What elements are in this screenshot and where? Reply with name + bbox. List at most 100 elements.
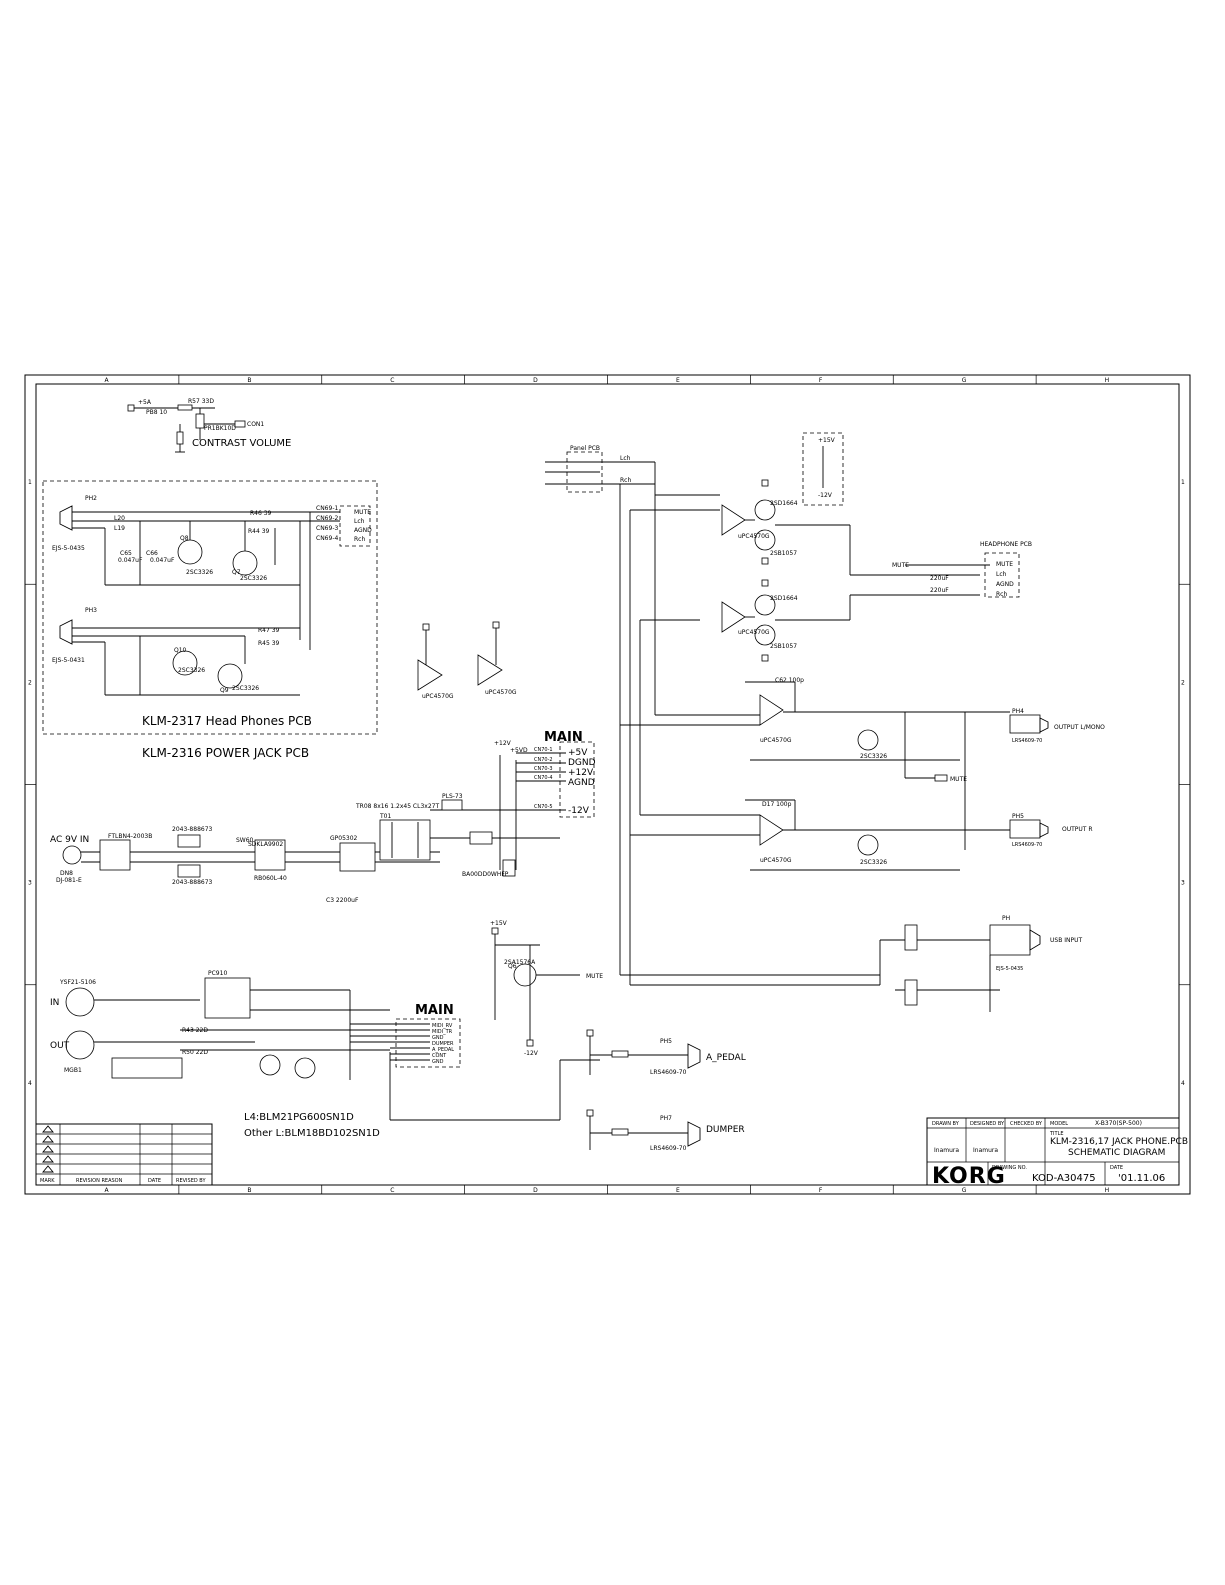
svg-text:220uF: 220uF: [930, 587, 949, 594]
svg-text:DJ-081-E: DJ-081-E: [56, 877, 82, 884]
svg-text:EJS-5-0435: EJS-5-0435: [52, 545, 85, 552]
svg-text:+15V: +15V: [818, 437, 836, 444]
headphones-pcb-block: PH2 L20 L19 Q8 2SC3326 Q7 2SC3326 R46 39…: [42, 480, 378, 735]
title-line-2: SCHEMATIC DIAGRAM: [1068, 1148, 1165, 1158]
svg-text:2SB1057: 2SB1057: [770, 550, 797, 557]
svg-text:T01: T01: [379, 813, 391, 820]
svg-text:AGND: AGND: [354, 527, 372, 534]
svg-text:PR1BK10D: PR1BK10D: [204, 425, 236, 432]
svg-text:MIDI_TR: MIDI_TR: [432, 1029, 453, 1035]
svg-text:X-B370(SP-500): X-B370(SP-500): [1095, 1120, 1142, 1127]
svg-text:R47 39: R47 39: [258, 627, 280, 634]
svg-text:MUTE: MUTE: [950, 776, 967, 783]
svg-text:uPC4570G: uPC4570G: [760, 857, 792, 864]
svg-text:D17 100p: D17 100p: [762, 801, 792, 808]
contrast-volume-label: CONTRAST VOLUME: [192, 438, 291, 449]
svg-text:uPC4570G: uPC4570G: [738, 533, 770, 540]
midi-block: IN OUT YSF21-5106 MGB1 PC910 R43 22D R50…: [50, 970, 390, 1080]
net-plus5v: +5V: [568, 748, 588, 758]
svg-text:MIDI_RV: MIDI_RV: [432, 1023, 453, 1029]
svg-text:MODEL: MODEL: [1050, 1121, 1068, 1127]
svg-text:2SA1576A: 2SA1576A: [504, 959, 536, 966]
svg-text:CN70-1: CN70-1: [534, 747, 553, 753]
svg-text:EJS-5-0431: EJS-5-0431: [52, 657, 85, 664]
pedal-jacks-block: PH5 LRS4609-70 A_PEDAL PH7 LRS4609-70 DU…: [586, 1029, 746, 1152]
svg-text:LRS4609-70: LRS4609-70: [650, 1069, 687, 1076]
svg-text:PH7: PH7: [660, 1115, 672, 1122]
row-marker-1: 1: [1181, 479, 1185, 486]
svg-text:Q10: Q10: [174, 647, 187, 654]
svg-text:CN69-2: CN69-2: [316, 515, 338, 522]
column-marker-g: G: [962, 1187, 967, 1194]
row-marker-3: 3: [28, 880, 32, 887]
column-marker-c: C: [390, 1187, 394, 1194]
row-marker-2: 2: [28, 679, 32, 686]
svg-text:HEADPHONE PCB: HEADPHONE PCB: [980, 541, 1032, 548]
svg-text:2SD1664: 2SD1664: [770, 500, 798, 507]
svg-text:DESIGNED BY: DESIGNED BY: [970, 1121, 1005, 1127]
svg-text:CON1: CON1: [247, 421, 264, 428]
svg-text:C65: C65: [120, 550, 132, 557]
svg-text:uPC4570G: uPC4570G: [422, 693, 454, 700]
svg-text:2SC3326: 2SC3326: [240, 575, 267, 582]
svg-text:R43 22D: R43 22D: [182, 1027, 208, 1034]
svg-text:0.047uF: 0.047uF: [118, 557, 143, 564]
svg-text:PB8 10: PB8 10: [146, 409, 167, 416]
drawing-number: KOD-A30475: [1032, 1173, 1096, 1184]
column-marker-f: F: [819, 377, 823, 384]
supply-decoupling: +15V -12V: [802, 432, 844, 506]
svg-text:+5VD: +5VD: [510, 747, 528, 754]
svg-text:C62 100p: C62 100p: [775, 677, 804, 684]
svg-text:R45 39: R45 39: [258, 640, 280, 647]
usb-input-block: PH EJS-5-0435 USB INPUT: [620, 915, 1082, 1012]
svg-text:IN: IN: [50, 998, 59, 1008]
column-marker-c: C: [390, 377, 394, 384]
svg-text:Rch: Rch: [996, 591, 1007, 598]
svg-text:Rch: Rch: [354, 536, 365, 543]
svg-text:YSF21-5106: YSF21-5106: [59, 979, 96, 986]
main-power-connector: MAIN CN70-1 CN70-2 CN70-3 CN70-4 CN70-5 …: [500, 730, 596, 818]
svg-text:+15V: +15V: [490, 920, 508, 927]
svg-text:EJS-5-0435: EJS-5-0435: [996, 966, 1023, 972]
svg-text:TR08 8x16 1.2x45 CL3x27T: TR08 8x16 1.2x45 CL3x27T: [355, 803, 439, 810]
svg-text:uPC4570G: uPC4570G: [738, 629, 770, 636]
column-marker-f: F: [819, 1187, 823, 1194]
svg-text:CHECKED BY: CHECKED BY: [1010, 1121, 1043, 1127]
svg-text:2SC3326: 2SC3326: [178, 667, 205, 674]
svg-text:CN69-3: CN69-3: [316, 525, 338, 532]
svg-text:CN69-4: CN69-4: [316, 535, 338, 542]
column-marker-g: G: [962, 377, 967, 384]
svg-text:GND: GND: [432, 1035, 444, 1041]
svg-text:LRS4609-70: LRS4609-70: [1012, 842, 1042, 848]
svg-text:uPC4570G: uPC4570G: [485, 689, 517, 696]
ferrite-note-1: L4:BLM21PG600SN1D: [244, 1112, 354, 1123]
svg-text:MUTE: MUTE: [996, 561, 1013, 568]
svg-text:SW60: SW60: [236, 837, 254, 844]
svg-text:GND: GND: [432, 1059, 444, 1065]
svg-text:CN70-4: CN70-4: [534, 775, 553, 781]
brand-logo: KORG: [932, 1164, 1006, 1189]
column-marker-d: D: [533, 1187, 538, 1194]
headphone-pcb-connector: HEADPHONE PCB MUTE Lch AGND Rch MUTE 220…: [892, 541, 1032, 598]
svg-text:Panel PCB: Panel PCB: [570, 445, 600, 452]
output-jacks: PH4 LRS4609-70 OUTPUT L/MONO PH5 LRS4609…: [1009, 708, 1105, 848]
svg-text:PH: PH: [1002, 915, 1010, 922]
svg-text:L19: L19: [114, 525, 125, 532]
svg-text:R57 33D: R57 33D: [188, 398, 214, 405]
svg-text:REVISION REASON: REVISION REASON: [76, 1178, 123, 1184]
svg-text:+5A: +5A: [138, 399, 152, 406]
svg-text:Rch: Rch: [620, 477, 631, 484]
svg-text:2043-888673: 2043-888673: [172, 879, 213, 886]
column-marker-e: E: [676, 377, 680, 384]
svg-text:Inamura: Inamura: [934, 1147, 959, 1154]
svg-text:C66: C66: [146, 550, 158, 557]
svg-text:R46 39: R46 39: [250, 510, 272, 517]
svg-text:-12V: -12V: [818, 492, 833, 499]
svg-text:PH5: PH5: [1012, 813, 1024, 820]
net-agnd: AGND: [568, 778, 595, 788]
svg-text:AGND: AGND: [996, 581, 1014, 588]
column-marker-a: A: [104, 377, 109, 384]
output-l-stage: uPC4570G 2SC3326 C62 100p MUTE: [620, 677, 1010, 850]
